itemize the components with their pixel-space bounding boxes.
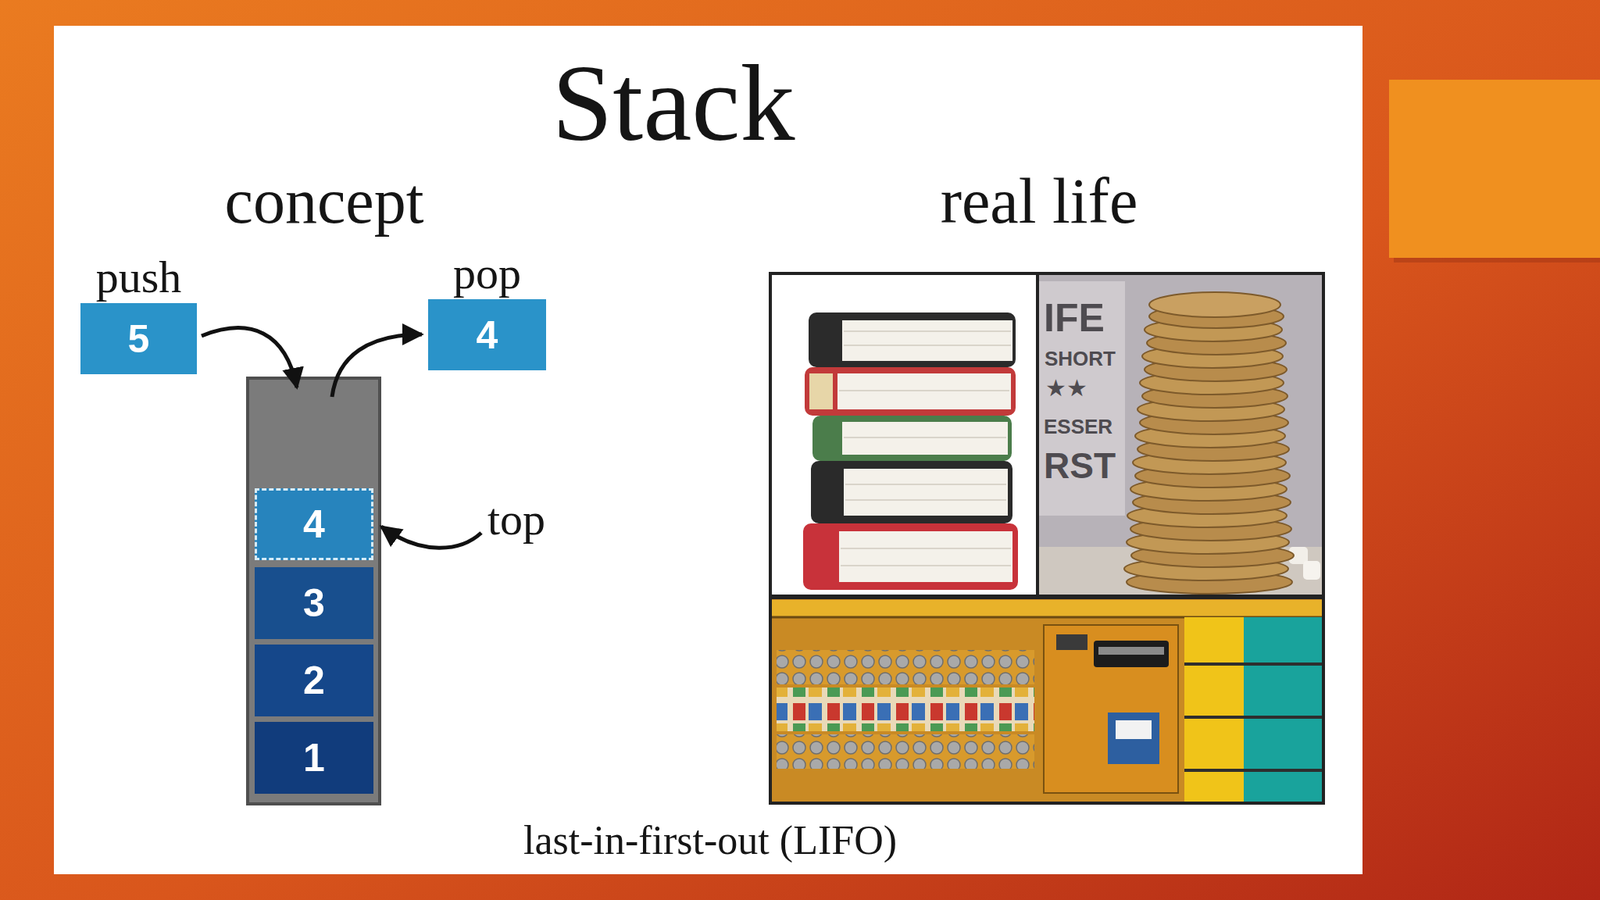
- books-photo: [770, 273, 1038, 595]
- element-value: 4: [303, 504, 325, 544]
- diagram-caption: last-in-first-out (LIFO): [523, 820, 897, 861]
- stack-top-cell: 4: [254, 488, 374, 561]
- sign-text: RST: [1043, 447, 1116, 484]
- photo-divider: [770, 594, 1324, 600]
- sign-text: IFE: [1043, 298, 1105, 338]
- sign-text: SHORT: [1044, 348, 1116, 369]
- photo-frame: [770, 273, 1324, 804]
- element-value: 2: [303, 660, 325, 700]
- photo-divider: [1035, 273, 1040, 595]
- top-pointer: [381, 526, 482, 548]
- stack-cell: 2: [254, 644, 374, 717]
- operation-label: pop: [453, 250, 522, 297]
- element-value: 5: [128, 319, 150, 359]
- sign-text: ★★: [1045, 376, 1088, 400]
- pop-arrow: [332, 334, 422, 397]
- pointer-label: top: [487, 496, 546, 543]
- push-box: push5: [80, 303, 197, 375]
- section-heading: concept: [225, 169, 425, 234]
- stack-cell: 1: [254, 721, 374, 794]
- element-value: 3: [303, 583, 325, 623]
- push-arrow: [201, 328, 297, 388]
- orange-block: [1389, 79, 1600, 258]
- stack-container: [247, 378, 380, 804]
- operation-label: push: [96, 254, 183, 300]
- stack-cell: 3: [254, 567, 374, 640]
- diagram-title: Stack: [551, 48, 795, 158]
- dispenser-photo: [770, 594, 1324, 804]
- pop-box: pop4: [428, 299, 547, 371]
- sign-text: ESSER: [1043, 416, 1113, 437]
- element-value: 1: [303, 738, 325, 778]
- pancakes-photo: [1037, 273, 1324, 595]
- white-panel: [53, 25, 1363, 875]
- section-heading: real life: [940, 169, 1139, 234]
- element-value: 4: [476, 315, 499, 355]
